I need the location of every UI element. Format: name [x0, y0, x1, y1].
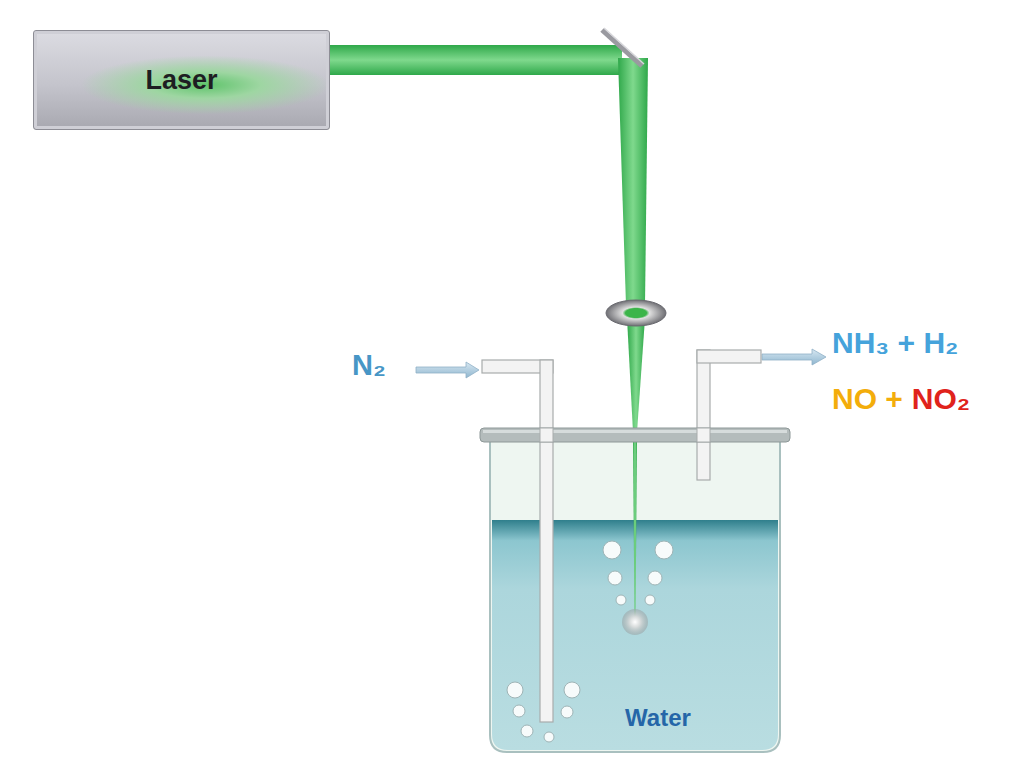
gas-bubble	[645, 595, 655, 605]
laser-beam	[330, 45, 622, 75]
gas-bubble	[513, 705, 525, 717]
outflow-arrow	[762, 349, 826, 365]
outlet-tube	[697, 428, 710, 442]
laser-box: Laser	[33, 30, 330, 130]
laser-beam	[633, 442, 637, 620]
laser-beam	[618, 58, 648, 305]
inlet-tube	[482, 360, 553, 373]
inlet-tube	[540, 360, 553, 722]
laser-beam	[627, 318, 645, 432]
outlet-tube	[698, 351, 709, 362]
gas-label: N₂	[352, 350, 386, 382]
liquid-name: Water	[625, 704, 691, 732]
gas-bubble	[608, 571, 622, 585]
beaker-lid	[483, 430, 787, 433]
product-label: NO₂	[912, 382, 970, 415]
gas-bubble	[544, 732, 554, 742]
gas-bubble	[507, 682, 523, 698]
gas-bubble	[655, 541, 673, 559]
gas-bubble	[521, 725, 533, 737]
outlet-tube	[697, 350, 761, 363]
reaction-beaker: Water	[488, 428, 784, 754]
focusing-lens	[606, 300, 666, 326]
product-label: NO +	[832, 382, 903, 415]
gas-bubble	[603, 541, 621, 559]
beaker-lid	[480, 428, 790, 442]
inlet-tube	[540, 428, 553, 442]
beaker-glass	[490, 440, 780, 752]
inlet-tube	[541, 361, 552, 372]
gas-bubble	[561, 706, 573, 718]
inflow-arrow	[416, 362, 479, 378]
mirror	[602, 30, 642, 66]
focal-spot	[622, 609, 648, 635]
mirror	[604, 28, 644, 64]
outlet-tube	[697, 350, 710, 480]
product-label: NH₃ + H₂	[832, 326, 958, 359]
device-name: Laser	[145, 65, 217, 96]
gas-bubble	[648, 571, 662, 585]
gas-bubble	[616, 595, 626, 605]
gas-bubble	[564, 682, 580, 698]
